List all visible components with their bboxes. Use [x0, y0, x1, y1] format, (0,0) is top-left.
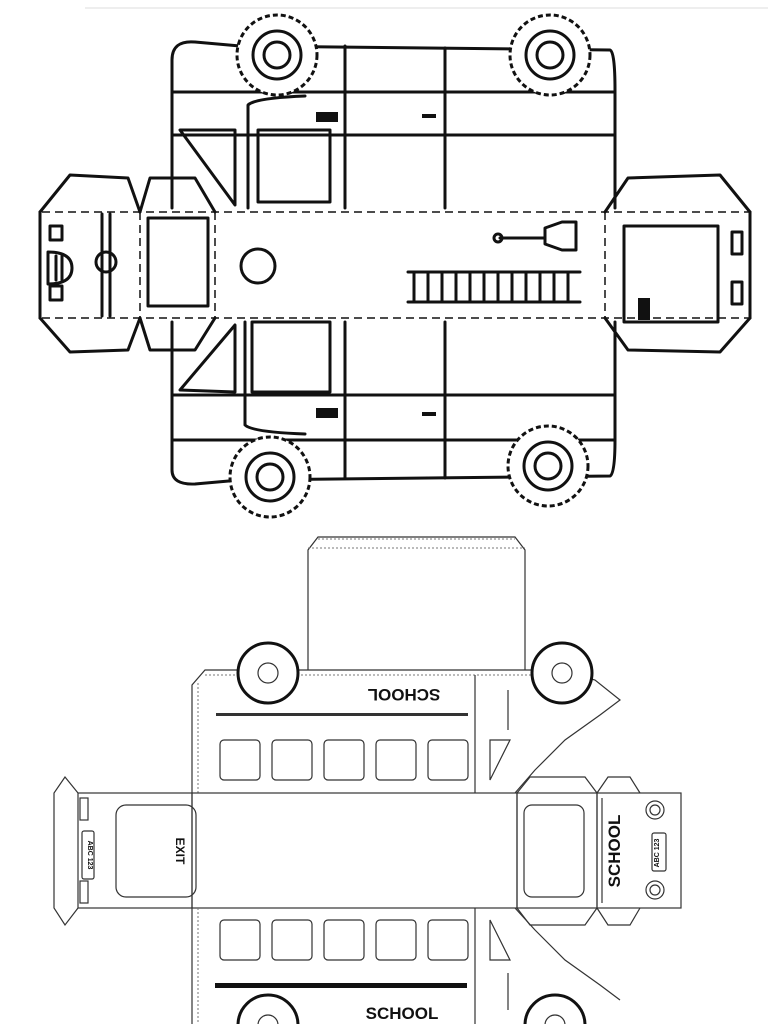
bus-template: SCHOOL ABC 123 EXIT SCHOOL	[53, 536, 682, 1024]
truck-front-face	[38, 173, 217, 354]
bus-front-plate-label: ABC 123	[654, 839, 661, 868]
bus-back-plate-label: ABC 123	[86, 841, 93, 870]
hose-nozzle	[492, 220, 578, 252]
bus-back-face: ABC 123 EXIT	[53, 775, 197, 927]
bus-front-school-label: SCHOOL	[605, 815, 624, 888]
bus-top-side-panel: SCHOOL	[191, 669, 621, 794]
truck-wheel	[235, 13, 319, 97]
bus-top-school-label: SCHOOL	[368, 685, 441, 704]
bus-bottom-school-label: SCHOOL	[366, 1004, 439, 1023]
bus-exit-label: EXIT	[173, 838, 187, 865]
bus-wheel	[236, 641, 300, 705]
bus-top-flap	[307, 536, 526, 670]
bus-front-face: SCHOOL ABC 123	[516, 776, 682, 926]
truck-roof-panel	[42, 211, 750, 319]
truck-top-side-panel	[170, 40, 617, 210]
bus-wheel	[236, 993, 300, 1024]
bus-wheel	[530, 641, 594, 705]
bus-wheel	[523, 993, 587, 1024]
bus-bottom-side-panel: SCHOOL	[191, 907, 621, 1024]
bus-roof-panel	[191, 792, 518, 909]
truck-wheel	[506, 424, 590, 508]
truck-wheel	[508, 13, 592, 97]
ladder	[406, 270, 582, 304]
truck-template	[38, 7, 768, 519]
truck-back-face	[603, 173, 752, 354]
truck-wheel	[228, 435, 312, 519]
